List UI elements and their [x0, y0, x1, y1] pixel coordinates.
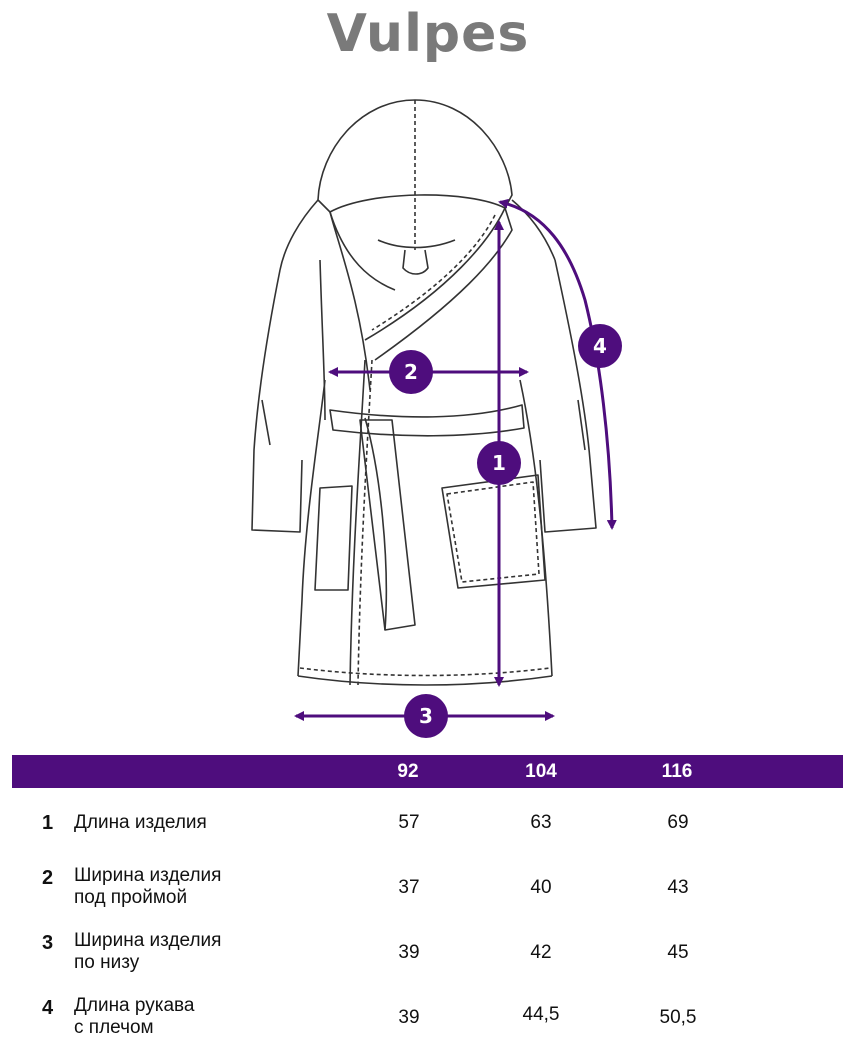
- right-side: [519, 379, 553, 677]
- right-pocket-stitch: [446, 481, 540, 583]
- measure-line-4: [498, 198, 617, 530]
- svg-text:3: 3: [419, 704, 433, 728]
- sleeve-fold-left: [261, 399, 271, 446]
- right-sleeve: [539, 259, 597, 533]
- hood-tab: [402, 249, 429, 275]
- marker-2: 2: [389, 350, 433, 394]
- lapel-right: [364, 207, 506, 341]
- row-value-92: 39: [398, 1007, 420, 1028]
- row-value-104: 63: [530, 812, 552, 833]
- marker-1: 1: [477, 441, 521, 485]
- neck: [377, 239, 456, 249]
- row-number: 2: [42, 867, 54, 889]
- svg-text:2: 2: [404, 360, 418, 384]
- row-value-104: 44,5: [522, 1004, 560, 1025]
- brand-logo: Vulpes: [326, 4, 530, 64]
- row-value-104: 40: [530, 877, 552, 898]
- row-label: Длина изделия: [74, 812, 207, 833]
- front-edge-stitch: [357, 359, 373, 686]
- belt-loop: [359, 419, 416, 631]
- left-shoulder: [279, 199, 319, 271]
- left-side: [297, 379, 326, 677]
- row-value-116: 50,5: [659, 1007, 697, 1028]
- svg-text:4: 4: [593, 334, 607, 358]
- marker-3: 3: [404, 694, 448, 738]
- left-pocket: [314, 485, 353, 591]
- row-value-92: 39: [398, 942, 420, 963]
- row-number: 1: [42, 812, 54, 834]
- svg-text:1: 1: [492, 451, 506, 475]
- row-number: 4: [42, 997, 54, 1019]
- lapel-left: [329, 211, 371, 391]
- lapel-right-inner: [371, 214, 496, 331]
- row-value-92: 57: [398, 812, 420, 833]
- left-sleeve-inner: [319, 259, 326, 421]
- row-value-116: 69: [667, 812, 689, 833]
- size-col-104: 104: [525, 761, 557, 782]
- hem-stitch: [299, 667, 551, 677]
- measurements: [294, 198, 617, 721]
- size-col-116: 116: [661, 761, 693, 782]
- left-sleeve: [251, 269, 303, 533]
- hood-outline: [317, 99, 513, 213]
- row-value-116: 43: [667, 877, 689, 898]
- size-table-header: 92 104 116: [12, 755, 843, 788]
- robe-diagram: 1 2 3 4: [251, 99, 622, 738]
- marker-4: 4: [578, 324, 622, 368]
- front-edge: [349, 359, 366, 686]
- row-value-104: 42: [530, 942, 552, 963]
- row-number: 3: [42, 932, 54, 954]
- belt-tail: [364, 417, 388, 631]
- size-col-92: 92: [397, 761, 419, 782]
- belt: [329, 404, 525, 437]
- robe-outline: [251, 99, 597, 686]
- row-value-92: 37: [398, 877, 420, 898]
- row-value-116: 45: [667, 942, 689, 963]
- hem: [297, 675, 553, 686]
- hood-inner: [329, 211, 396, 291]
